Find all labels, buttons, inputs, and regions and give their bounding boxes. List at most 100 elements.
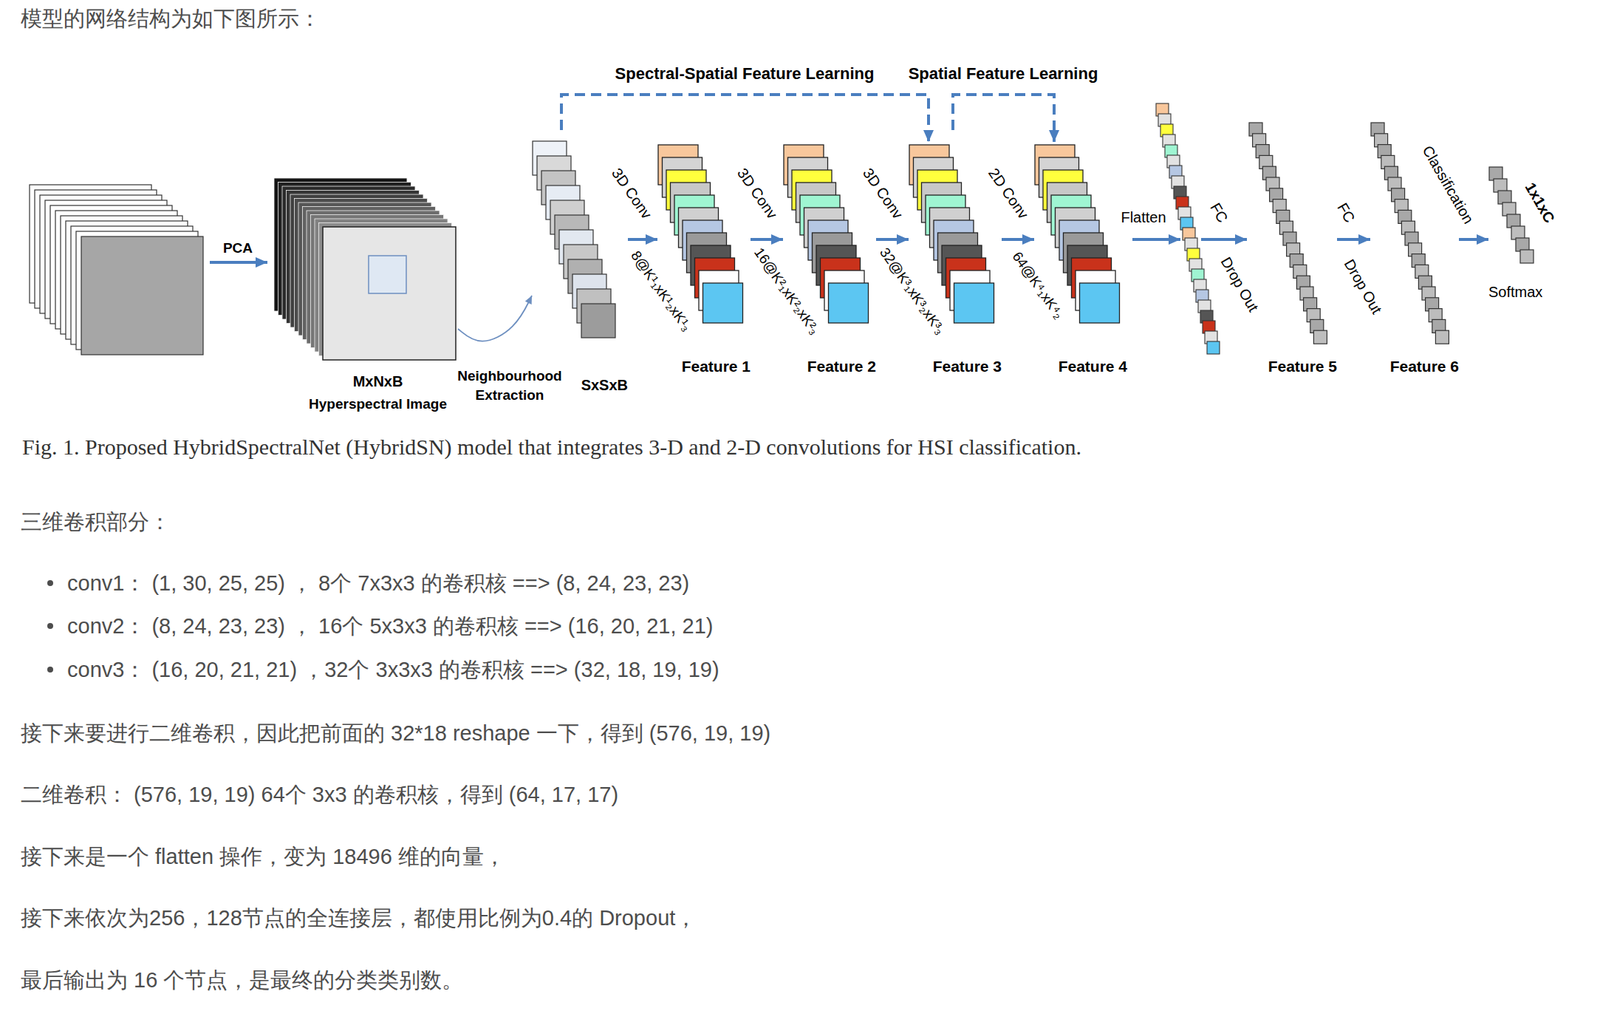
arrow-label: Flatten bbox=[1120, 207, 1166, 228]
neuron-cell bbox=[1435, 330, 1449, 344]
label-wrap: 16@K²₁xK²₂xK²₃ bbox=[749, 243, 824, 339]
node-shape bbox=[1034, 144, 1128, 377]
edge-label: 3D Conv bbox=[858, 163, 908, 223]
label-wrap: conv1： (1, 30, 25, 25) ， 8个 7x3x3 的卷积核 =… bbox=[67, 568, 690, 598]
label-wrap: PCA bbox=[223, 238, 253, 258]
label-wrap: FC bbox=[1205, 199, 1233, 227]
group-label: Spatial Feature Learning bbox=[908, 62, 1099, 85]
paragraph: 二维卷积： (576, 19, 19) 64个 3x3 的卷积核，得到 (64,… bbox=[20, 779, 619, 809]
title-wrap: 模型的网络结构为如下图所示： bbox=[20, 4, 321, 33]
input-cube-front bbox=[81, 236, 204, 355]
bullet-dot bbox=[47, 666, 54, 673]
edge-label: Classification bbox=[1417, 141, 1479, 228]
neuron-cell bbox=[1313, 330, 1327, 344]
group-label: Spectral-Spatial Feature Learning bbox=[615, 62, 875, 85]
neuron-cell bbox=[1515, 237, 1530, 252]
node-label: MxNxB bbox=[353, 371, 404, 392]
flatten-arrow bbox=[1132, 237, 1181, 241]
flatten-cell bbox=[1207, 341, 1220, 354]
feature-column: Feature 6 bbox=[1370, 121, 1459, 377]
node-label: Feature 2 bbox=[807, 356, 877, 377]
feature-slice bbox=[1079, 282, 1120, 323]
arrow-label: Drop Out bbox=[1215, 253, 1264, 316]
list-item: conv2： (8, 24, 23, 23) ， 16个 5x3x3 的卷积核 … bbox=[67, 610, 713, 641]
pca-arrow bbox=[209, 260, 268, 264]
feature-slice bbox=[703, 282, 744, 323]
paragraph: 接下来依次为256，128节点的全连接层，都使用比例为0.4的 Dropout， bbox=[20, 902, 697, 933]
label-wrap: 接下来是一个 flatten 操作，变为 18496 维的向量， bbox=[20, 841, 506, 871]
patch-window bbox=[368, 255, 407, 294]
cube-layer bbox=[322, 226, 456, 360]
label-wrap: 64@K⁴₁xK⁴₂ bbox=[1007, 247, 1068, 323]
node-text-group: Feature 1 bbox=[681, 356, 751, 377]
bullet-dot bbox=[47, 579, 54, 586]
arrow-connector bbox=[876, 237, 909, 241]
edge-label: FC bbox=[1332, 199, 1360, 227]
bullet-dot bbox=[47, 622, 54, 629]
node-text-group: MxNxBHyperspectral Image bbox=[308, 371, 447, 414]
node-label: Softmax bbox=[1488, 282, 1543, 303]
edge-label-wrap: 3D Conv bbox=[607, 163, 657, 223]
node-text-group: Feature 5 bbox=[1268, 356, 1338, 377]
edge-label: 2D Conv bbox=[983, 163, 1034, 223]
edge-label-wrap: 3D Conv bbox=[858, 163, 908, 223]
list-item: conv1： (1, 30, 25, 25) ， 8个 7x3x3 的卷积核 =… bbox=[67, 568, 690, 598]
label-wrap: Spatial Feature Learning bbox=[908, 62, 1099, 85]
neuron-cell bbox=[1498, 190, 1512, 204]
dashed-bracket bbox=[561, 94, 929, 142]
arrow-label: FC bbox=[1205, 199, 1233, 227]
edge-label-wrap: 2D Conv bbox=[983, 163, 1034, 223]
arrow-connector bbox=[1458, 237, 1489, 241]
neuron-cell bbox=[1493, 178, 1507, 193]
node-text-group: Feature 2 bbox=[807, 356, 877, 377]
edge-label: 3D Conv bbox=[607, 163, 657, 223]
neuron-cell bbox=[1511, 226, 1525, 240]
arrow-label: PCA bbox=[223, 238, 253, 258]
neuron-cell bbox=[1502, 202, 1516, 216]
arrow-connector bbox=[750, 237, 784, 241]
edge-label: Neighbourhood Extraction bbox=[454, 366, 566, 405]
node-label: Hyperspectral Image bbox=[308, 394, 447, 414]
feature-stack: Feature 4 bbox=[1034, 144, 1128, 377]
feature-slice bbox=[954, 282, 995, 323]
dashed-bracket bbox=[952, 94, 1055, 142]
node-label: Feature 6 bbox=[1390, 356, 1459, 377]
label-wrap: 最后输出为 16 个节点，是最终的分类类别数。 bbox=[20, 964, 464, 995]
edge-label-wrap: 3D Conv bbox=[732, 163, 783, 223]
label-wrap: 32@K³₁xK³₂xK³₃ bbox=[875, 243, 950, 339]
node-label: 1x1xC bbox=[1520, 178, 1560, 227]
kernel-label: 32@K³₁xK³₂xK³₃ bbox=[875, 243, 950, 339]
arrow-connector bbox=[1001, 237, 1035, 241]
neuron-cell bbox=[1506, 214, 1521, 228]
arrow-connector bbox=[457, 295, 532, 342]
label-wrap: Drop Out bbox=[1339, 255, 1387, 318]
paragraph: 最后输出为 16 个节点，是最终的分类类别数。 bbox=[20, 964, 464, 995]
hyperspectral-cube: MxNxBHyperspectral Image bbox=[273, 177, 458, 414]
node-text-group: Feature 3 bbox=[932, 356, 1002, 377]
edge-label-wrap: Neighbourhood Extraction bbox=[454, 366, 566, 405]
output-column: 1x1xC Softmax bbox=[1488, 166, 1567, 311]
label-wrap: 三维卷积部分： bbox=[20, 506, 171, 537]
page-title: 模型的网络结构为如下图所示： bbox=[20, 4, 321, 33]
label-wrap: Flatten bbox=[1120, 207, 1166, 228]
node-text-group: 1x1xCSoftmax bbox=[1488, 166, 1543, 207]
edge-label-wrap: Classification bbox=[1417, 141, 1479, 228]
label-wrap: 8@K¹₁xK¹₂xK¹₃ bbox=[626, 246, 696, 335]
feature-slice bbox=[828, 282, 869, 323]
node-label: Feature 3 bbox=[932, 356, 1002, 377]
kernel-label: 64@K⁴₁xK⁴₂ bbox=[1007, 247, 1068, 323]
paragraph: 接下来是一个 flatten 操作，变为 18496 维的向量， bbox=[20, 841, 506, 871]
node-text-group: SxSxB bbox=[581, 375, 628, 396]
label-wrap: Spectral-Spatial Feature Learning bbox=[615, 62, 875, 85]
caption-wrap: Fig. 1. Proposed HybridSpectralNet (Hybr… bbox=[22, 432, 1082, 461]
node-text-group: Feature 4 bbox=[1058, 356, 1128, 377]
node-label: Feature 5 bbox=[1268, 356, 1338, 377]
node-shape bbox=[1370, 121, 1459, 377]
node-text-group: Feature 6 bbox=[1390, 356, 1459, 377]
paragraph: 接下来要进行二维卷积，因此把前面的 32*18 reshape 一下，得到 (5… bbox=[20, 718, 771, 748]
edge-label-wrap: FC bbox=[1332, 199, 1360, 227]
neuron-cell bbox=[1489, 166, 1503, 181]
label-wrap: 接下来依次为256，128节点的全连接层，都使用比例为0.4的 Dropout， bbox=[20, 902, 697, 933]
node-shape bbox=[1248, 121, 1338, 377]
